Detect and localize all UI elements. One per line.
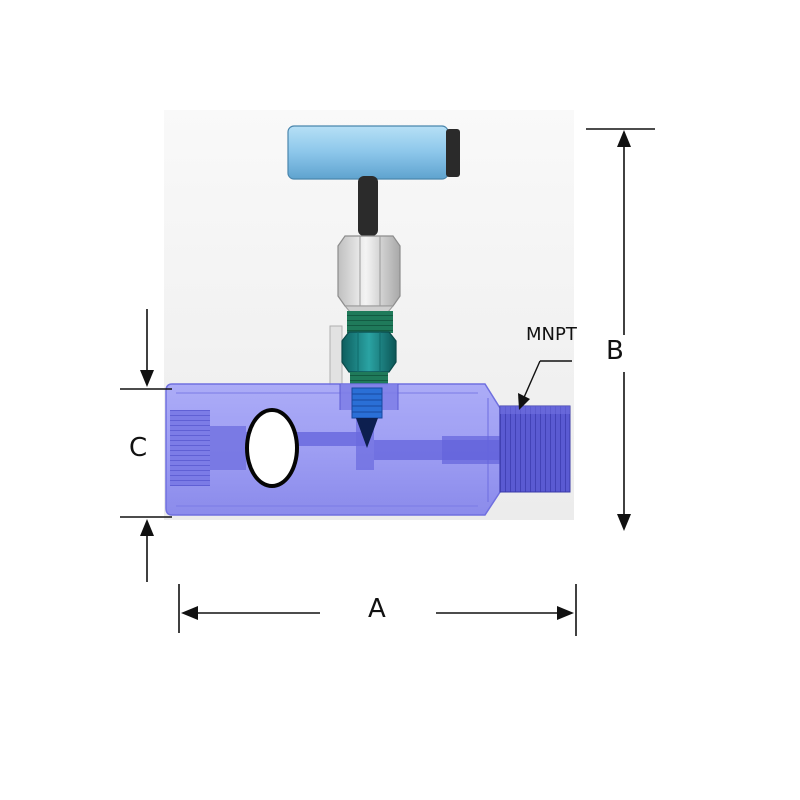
stem-threads <box>347 311 393 333</box>
handle-stem <box>358 176 378 236</box>
inlet-female-thread <box>170 410 210 486</box>
bonnet-nut <box>341 331 397 390</box>
valve-body <box>165 383 502 516</box>
handle-end-cap <box>446 129 460 177</box>
dimension-c-label: C <box>129 433 147 463</box>
dimension-a-label: A <box>368 594 386 624</box>
dimension-a: A <box>178 584 577 636</box>
packing-nut <box>337 235 401 313</box>
mnpt-label: MNPT <box>526 324 578 345</box>
dimension-b-label: B <box>606 336 624 366</box>
outlet-male-thread <box>499 405 571 493</box>
t-handle <box>287 125 460 236</box>
mnpt-callout: MNPT <box>518 324 578 410</box>
needle-stem <box>351 387 383 448</box>
dimension-c: C <box>120 309 172 582</box>
lock-plate <box>329 325 343 387</box>
handle-bar <box>287 125 449 180</box>
dimension-b: B <box>586 128 655 531</box>
